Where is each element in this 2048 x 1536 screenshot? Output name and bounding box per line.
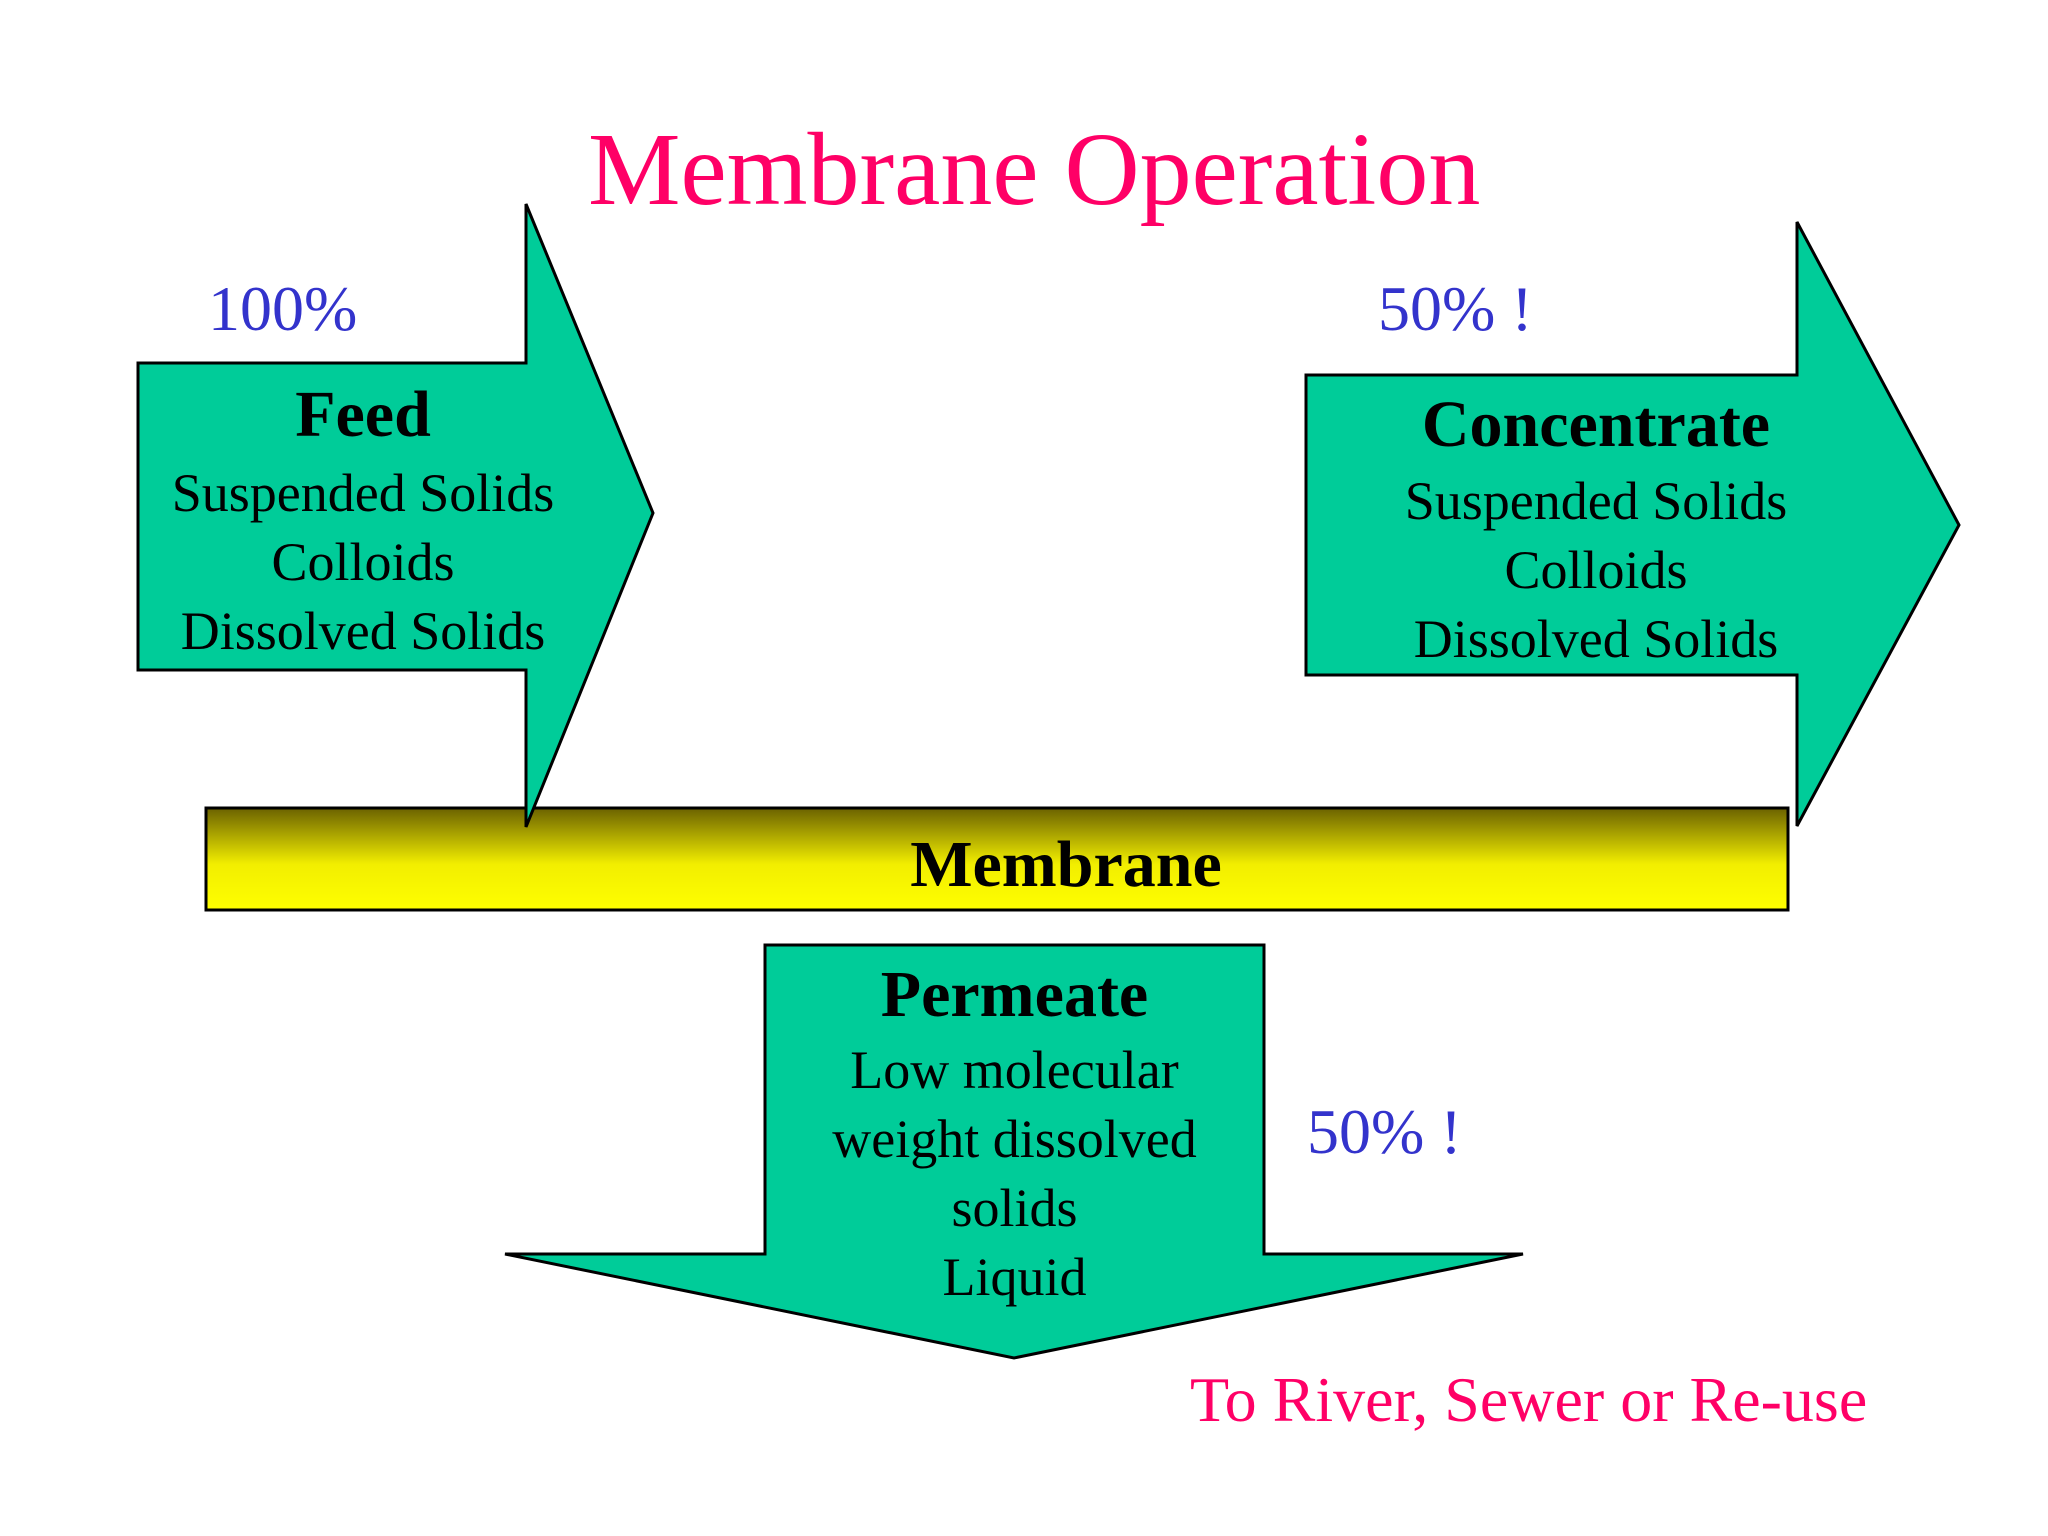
page-title: Membrane Operation: [588, 112, 1481, 227]
feed-line-3: Dissolved Solids: [180, 601, 546, 661]
permeate-line-4: Liquid: [942, 1247, 1087, 1307]
concentrate-heading: Concentrate: [1421, 388, 1771, 461]
permeate-arrow: [504, 943, 1524, 1360]
feed-line-2: Colloids: [271, 532, 455, 592]
membrane-label: Membrane: [910, 828, 1222, 901]
feed-percent: 100%: [208, 273, 358, 344]
feed-arrow: [136, 203, 655, 828]
permeate-heading: Permeate: [880, 958, 1149, 1031]
permeate-line-1: Low molecular: [850, 1040, 1179, 1100]
permeate-line-3: solids: [951, 1178, 1078, 1238]
concentrate-line-2: Colloids: [1504, 540, 1688, 600]
permeate-percent: 50% !: [1307, 1096, 1462, 1167]
feed-heading: Feed: [295, 378, 431, 451]
membrane-bar: [204, 806, 1790, 912]
concentrate-line-1: Suspended Solids: [1404, 471, 1788, 531]
concentrate-percent: 50% !: [1378, 273, 1533, 344]
destination-label: To River, Sewer or Re-use: [1190, 1364, 1868, 1435]
concentrate-line-3: Dissolved Solids: [1413, 609, 1779, 669]
concentrate-arrow: [1304, 221, 1961, 827]
permeate-line-2: weight dissolved: [832, 1109, 1197, 1169]
feed-line-1: Suspended Solids: [171, 463, 555, 523]
